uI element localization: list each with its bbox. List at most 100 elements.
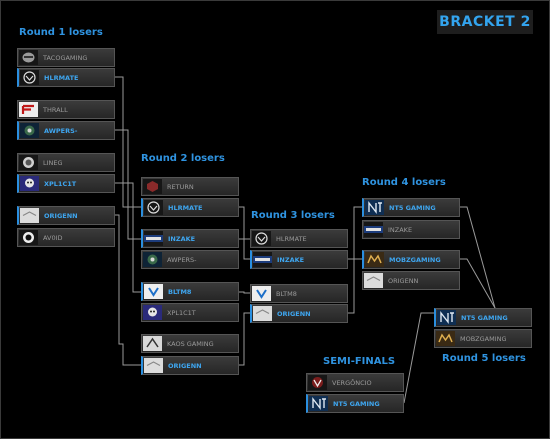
hlrmate-logo-icon	[252, 231, 271, 246]
team-slot[interactable]: ORIGENN	[141, 356, 239, 375]
team-slot[interactable]: VERGÔNCIO	[306, 373, 404, 392]
inzake-logo-icon	[253, 252, 272, 267]
origenn-logo-icon	[144, 358, 163, 373]
team-name: THRALL	[43, 106, 68, 114]
team-name: AWPERS-	[44, 127, 78, 135]
team-slot[interactable]: MOBZGAMING	[434, 329, 532, 348]
team-name: LINEG	[43, 159, 63, 167]
round-2-heading: Round 2 losers	[141, 153, 225, 164]
bracket-connector	[115, 129, 141, 240]
tacogaming-logo-icon	[19, 50, 38, 65]
inzake-logo-icon	[364, 222, 383, 237]
origenn-logo-icon	[364, 273, 383, 288]
team-slot[interactable]: NT5 GAMING	[434, 308, 532, 327]
inzake-logo-icon	[144, 231, 163, 246]
kaos-gaming-logo-icon	[143, 336, 162, 351]
nt5-gaming-logo-icon	[309, 396, 328, 411]
team-slot[interactable]: NT5 GAMING	[362, 198, 460, 217]
team-name: MOBZGAMING	[460, 335, 507, 343]
team-slot[interactable]: INZAKE	[141, 229, 239, 248]
return-logo-icon	[143, 179, 162, 194]
team-slot[interactable]: KAOS GAMING	[141, 334, 239, 353]
team-slot[interactable]: TACOGAMING	[17, 48, 115, 67]
awpers-logo-icon	[143, 252, 162, 267]
round-5-heading: Round 5 losers	[442, 353, 526, 364]
bracket-title: BRACKET 2	[437, 10, 533, 34]
team-slot[interactable]: ORIGENN	[362, 271, 460, 290]
xplicit-logo-icon	[20, 176, 39, 191]
origenn-logo-icon	[253, 306, 272, 321]
mobzgaming-logo-icon	[436, 331, 455, 346]
bracket-connector	[348, 206, 362, 260]
bracket-connector	[239, 291, 250, 294]
team-name: HLRMATE	[276, 235, 307, 243]
round-3-heading: Round 3 losers	[251, 210, 335, 221]
team-name: AWPERS-	[167, 256, 197, 264]
thrall-logo-icon	[19, 102, 38, 117]
bltm8-logo-icon	[144, 284, 163, 299]
round-1-heading: Round 1 losers	[19, 27, 103, 38]
team-name: ORIGENN	[277, 310, 311, 318]
vergoncio-logo-icon	[308, 375, 327, 390]
bracket-connector	[115, 76, 141, 208]
awpers-logo-icon	[20, 123, 39, 138]
team-slot[interactable]: BLTM8	[250, 284, 348, 303]
team-slot[interactable]: AWPERS-	[141, 250, 239, 269]
team-slot[interactable]: AWPERS-	[17, 121, 115, 140]
team-slot[interactable]: HLRMATE	[17, 68, 115, 87]
team-name: INZAKE	[168, 235, 196, 243]
team-name: HLRMATE	[168, 204, 203, 212]
team-name: ORIGENN	[388, 277, 419, 285]
team-name: ORIGENN	[44, 212, 78, 220]
team-slot[interactable]: ORIGENN	[17, 206, 115, 225]
team-name: BLTM8	[276, 290, 297, 298]
mobzgaming-logo-icon	[365, 252, 384, 267]
team-name: BLTM8	[168, 288, 192, 296]
hlrmate-logo-icon	[20, 70, 39, 85]
team-slot[interactable]: HLRMATE	[250, 229, 348, 248]
team-slot[interactable]: NT5 GAMING	[306, 394, 404, 413]
nt5-gaming-logo-icon	[437, 310, 456, 325]
team-slot[interactable]: MOBZGAMING	[362, 250, 460, 269]
lineg-logo-icon	[19, 155, 38, 170]
team-name: ORIGENN	[168, 362, 202, 370]
team-slot[interactable]: HLRMATE	[141, 198, 239, 217]
team-slot[interactable]: INZAKE	[362, 220, 460, 239]
team-slot[interactable]: THRALL	[17, 100, 115, 119]
team-name: KAOS GAMING	[167, 340, 214, 348]
team-name: INZAKE	[277, 256, 305, 264]
bracket-connector	[239, 206, 250, 240]
team-name: AV0ID	[43, 234, 63, 242]
team-slot[interactable]: ORIGENN	[250, 304, 348, 323]
team-name: HLRMATE	[44, 74, 79, 82]
team-slot[interactable]: BLTM8	[141, 282, 239, 301]
bracket-connector	[239, 238, 250, 260]
bracket-connector	[115, 182, 141, 293]
bracket-connector	[460, 206, 496, 309]
team-slot[interactable]: XPL1C1T	[141, 303, 239, 322]
team-name: XPL1C1T	[167, 309, 196, 317]
hlrmate-logo-icon	[144, 200, 163, 215]
team-name: RETURN	[167, 183, 194, 191]
bracket-connector	[460, 258, 496, 309]
round-4-heading: Round 4 losers	[362, 177, 446, 188]
team-slot[interactable]: RETURN	[141, 177, 239, 196]
origenn-logo-icon	[20, 208, 39, 223]
nt5-gaming-logo-icon	[365, 200, 384, 215]
team-name: INZAKE	[388, 226, 413, 234]
team-slot[interactable]: AV0ID	[17, 228, 115, 247]
team-name: TACOGAMING	[43, 54, 88, 62]
team-name: XPL1C1T	[44, 180, 77, 188]
bracket-connector	[348, 258, 362, 314]
team-name: NT5 GAMING	[333, 400, 380, 408]
team-slot[interactable]: INZAKE	[250, 250, 348, 269]
semi-finals-heading: SEMI-FINALS	[323, 356, 396, 367]
team-name: VERGÔNCIO	[332, 379, 372, 387]
team-slot[interactable]: XPL1C1T	[17, 174, 115, 193]
xplicit-logo-icon	[143, 305, 162, 320]
team-name: NT5 GAMING	[461, 314, 508, 322]
team-slot[interactable]: LINEG	[17, 153, 115, 172]
avoid-logo-icon	[19, 230, 38, 245]
